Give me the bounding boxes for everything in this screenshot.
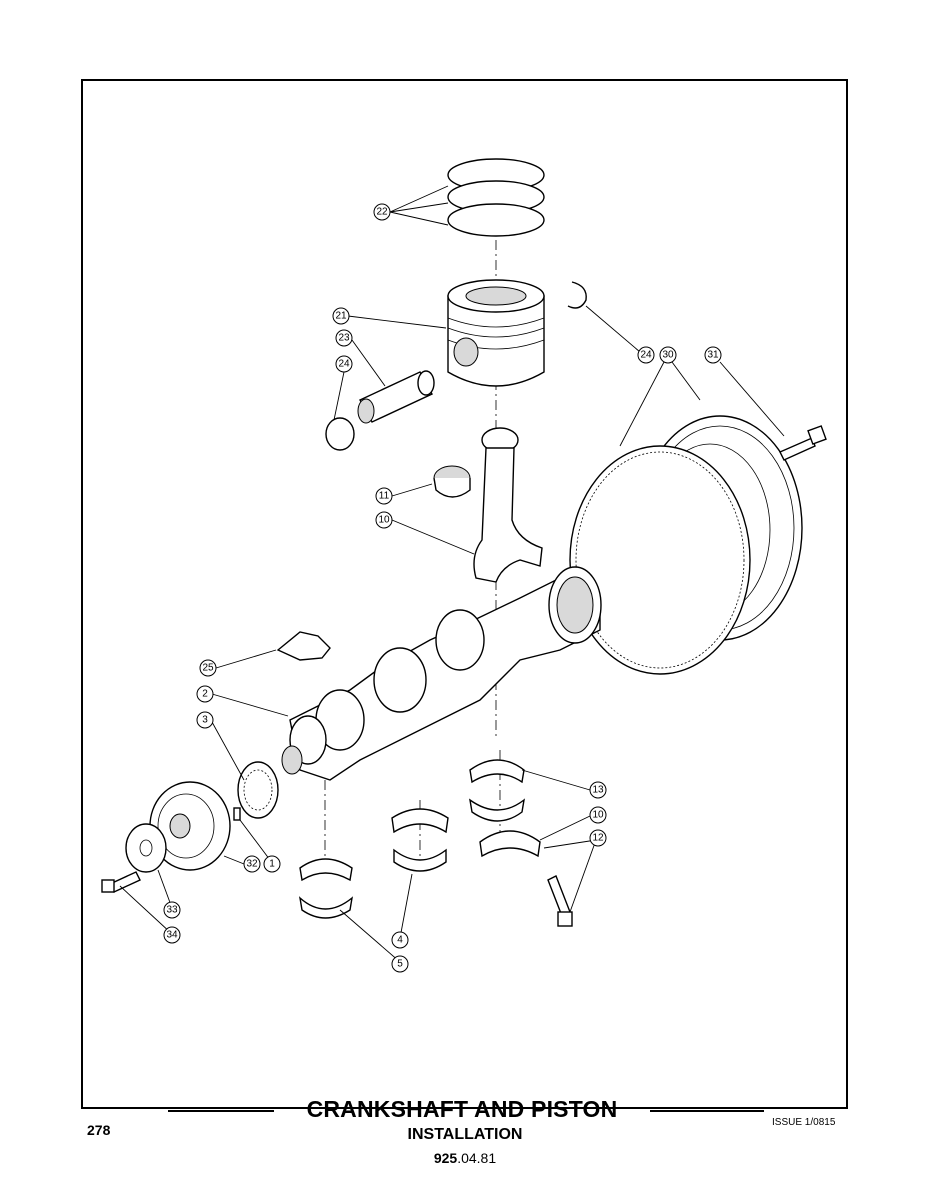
callout-32: 32 bbox=[243, 855, 261, 873]
cap-bolt bbox=[547, 875, 573, 927]
page-subtitle: INSTALLATION bbox=[407, 1126, 523, 1143]
callout-1: 1 bbox=[263, 855, 281, 873]
section-code-prefix: 925 bbox=[433, 1150, 458, 1166]
callout-label: 24 bbox=[338, 359, 350, 370]
callout-label: 22 bbox=[376, 207, 388, 218]
callout-21: 21 bbox=[332, 307, 350, 325]
callout-label: 11 bbox=[379, 491, 390, 502]
callout-13: 13 bbox=[589, 781, 607, 799]
drawing-frame bbox=[81, 79, 848, 1109]
callout-label: 23 bbox=[338, 333, 350, 344]
big-end-shells bbox=[469, 759, 525, 822]
section-code: 925.04.81 bbox=[380, 1150, 550, 1166]
issue-label: ISSUE 1/0815 bbox=[772, 1117, 836, 1128]
piston bbox=[447, 279, 545, 387]
page-title: CRANKSHAFT AND PISTON bbox=[306, 1096, 618, 1122]
callout-label: 25 bbox=[202, 663, 214, 674]
callout-34: 34 bbox=[163, 926, 181, 944]
callout-10-bearing: 10 bbox=[589, 806, 607, 824]
callout-22: 22 bbox=[373, 203, 391, 221]
piston-pin bbox=[357, 370, 435, 424]
callout-label: 24 bbox=[640, 350, 652, 361]
callout-label: 10 bbox=[592, 810, 604, 821]
page-number: 278 bbox=[87, 1122, 111, 1138]
title-rule-left bbox=[168, 1110, 274, 1112]
main-bearing-cap bbox=[479, 830, 541, 858]
callout-label: 10 bbox=[378, 515, 390, 526]
crank-pulley bbox=[149, 781, 231, 871]
callout-5: 5 bbox=[391, 955, 409, 973]
callout-3: 3 bbox=[196, 711, 214, 729]
oil-nozzle bbox=[276, 631, 331, 661]
callout-label: 12 bbox=[592, 833, 604, 844]
callout-11: 11 bbox=[375, 487, 393, 505]
callout-30: 30 bbox=[659, 346, 677, 364]
callout-25: 25 bbox=[199, 659, 217, 677]
pulley-plate bbox=[125, 823, 167, 873]
piston-rings bbox=[447, 158, 545, 237]
callout-23: 23 bbox=[335, 329, 353, 347]
crank-gear bbox=[237, 761, 279, 819]
pulley-bolt bbox=[101, 871, 141, 893]
callout-label: 30 bbox=[662, 350, 674, 361]
callout-label: 4 bbox=[397, 935, 403, 946]
circlip-left bbox=[325, 417, 355, 451]
dowel-pin bbox=[233, 807, 241, 821]
title-rule-right bbox=[650, 1110, 764, 1112]
callout-label: 3 bbox=[202, 715, 208, 726]
crankshaft bbox=[281, 566, 602, 781]
callout-label: 34 bbox=[166, 930, 178, 941]
callout-2: 2 bbox=[196, 685, 214, 703]
callout-label: 2 bbox=[202, 689, 208, 700]
callout-10-rod: 10 bbox=[375, 511, 393, 529]
section-code-suffix: .04.81 bbox=[457, 1150, 497, 1166]
callout-label: 32 bbox=[246, 859, 258, 870]
small-end-bush bbox=[433, 465, 471, 498]
callout-12: 12 bbox=[589, 829, 607, 847]
flywheel-bolt bbox=[779, 425, 827, 461]
circlip-right bbox=[567, 281, 587, 309]
thrust-bearing bbox=[391, 808, 449, 872]
callout-4: 4 bbox=[391, 931, 409, 949]
leader-lines bbox=[119, 185, 785, 963]
callout-label: 13 bbox=[592, 785, 604, 796]
callout-24-right: 24 bbox=[637, 346, 655, 364]
connecting-rod bbox=[473, 427, 543, 583]
callout-label: 31 bbox=[707, 350, 719, 361]
callout-label: 33 bbox=[166, 905, 178, 916]
ring-gear bbox=[569, 445, 751, 675]
callout-label: 1 bbox=[269, 859, 275, 870]
callout-33: 33 bbox=[163, 901, 181, 919]
callout-label: 5 bbox=[397, 959, 403, 970]
bearing-shells-left bbox=[298, 858, 353, 919]
callout-24-left: 24 bbox=[335, 355, 353, 373]
callout-label: 21 bbox=[335, 311, 347, 322]
callout-31: 31 bbox=[704, 346, 722, 364]
